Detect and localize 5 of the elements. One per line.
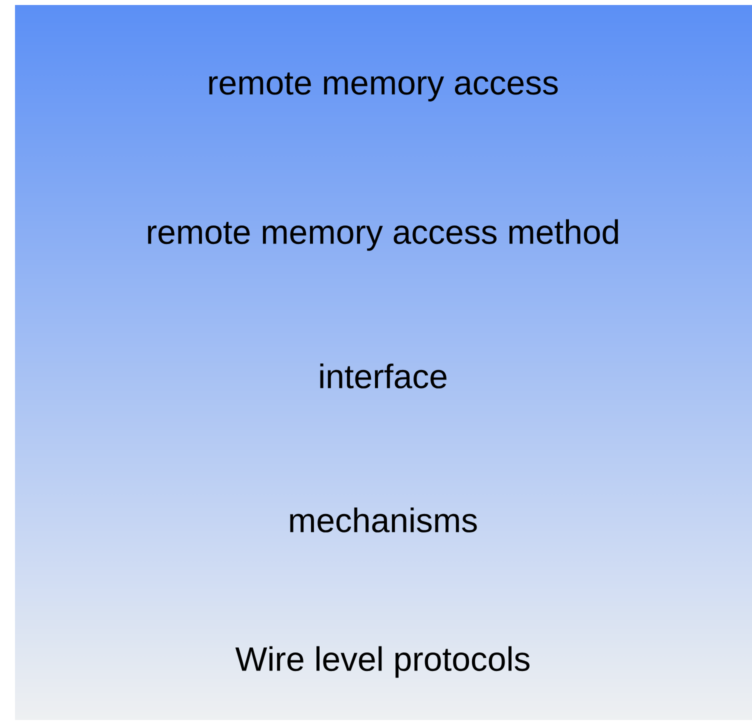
- layer-label: remote memory access: [209, 72, 558, 102]
- layer-label: remote memory access method: [148, 219, 618, 251]
- layer-label: Wire level protocols: [235, 646, 530, 678]
- layer-label: mechanisms: [290, 508, 477, 532]
- layer-label: interface: [320, 364, 446, 388]
